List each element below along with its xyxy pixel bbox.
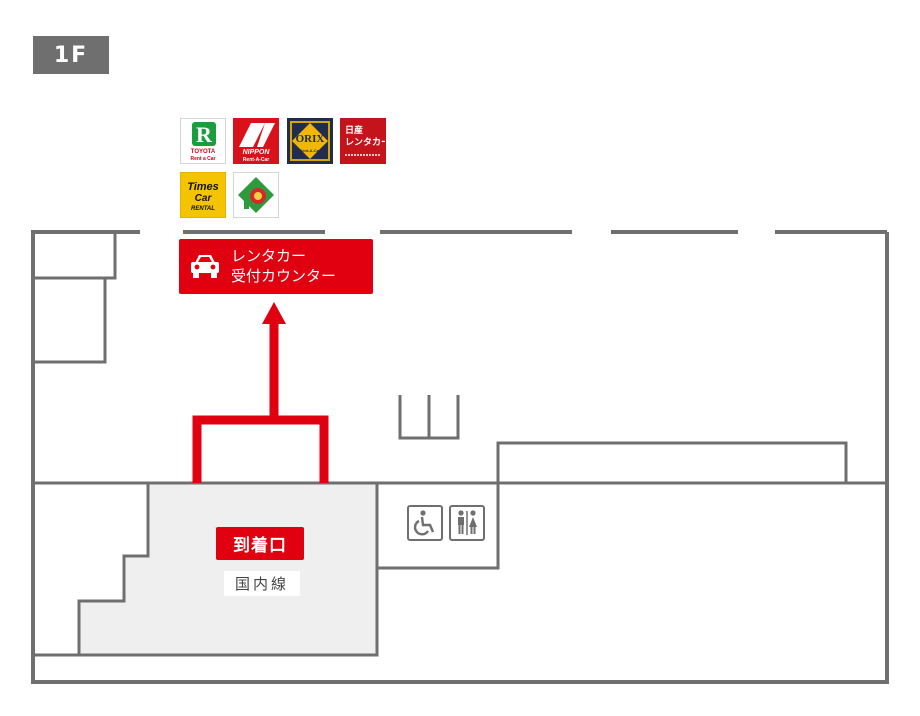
domestic-flights-label: 国内線: [224, 571, 300, 596]
car-icon: [191, 255, 219, 278]
rental-car-counter-sign: レンタカー 受付カウンター: [179, 239, 373, 294]
restroom-icon: [449, 505, 485, 541]
wheelchair-icon: [407, 505, 443, 541]
times-car-rental-logo: Times Car RENTAL: [180, 172, 226, 218]
svg-text:R: R: [196, 122, 213, 147]
nippon-rent-a-car-logo: NIPPON Rent-A-Car: [233, 118, 279, 164]
counter-sign-line2: 受付カウンター: [231, 267, 337, 285]
orix-rent-a-car-logo: ORIX Rent-A-Car: [287, 118, 333, 164]
green-rental-logo: [233, 172, 279, 218]
toyota-rent-a-car-logo: R TOYOTA Rent a Car: [180, 118, 226, 164]
nissan-rent-a-car-logo: 日産 レンタカー: [340, 118, 386, 164]
route-arrow: [192, 316, 329, 483]
arrival-gate-sign: 到着口: [216, 527, 304, 560]
arrival-hall-area: [77, 481, 379, 657]
interior-walls: [31, 232, 887, 657]
route-arrow-head: [262, 302, 286, 324]
counter-sign-line1: レンタカー: [231, 247, 307, 265]
walls: [31, 230, 889, 684]
floor-badge: 1F: [33, 36, 109, 74]
